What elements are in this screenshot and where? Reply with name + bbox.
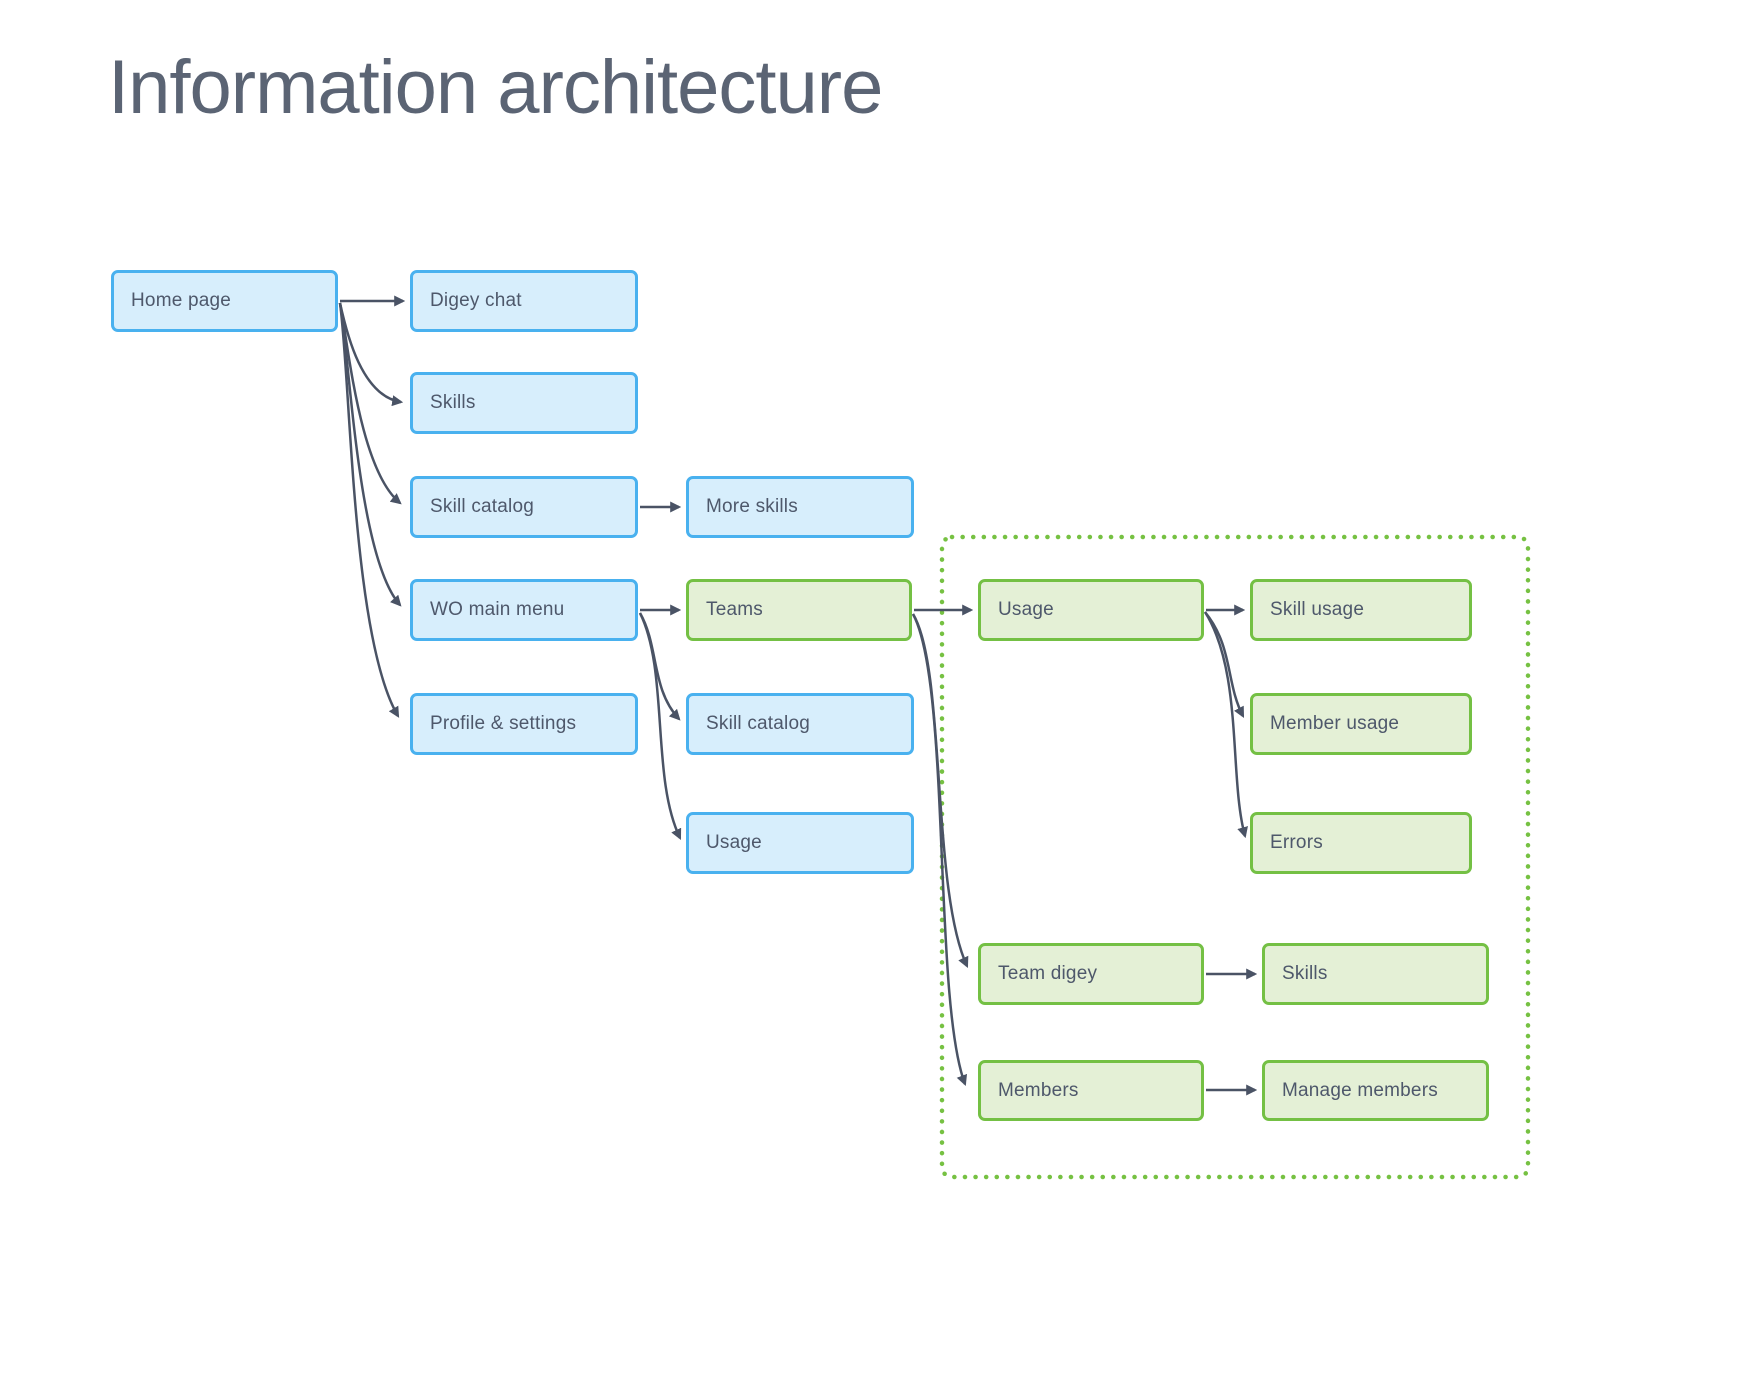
node-usage-blue: Usage: [686, 812, 914, 874]
node-label: Profile & settings: [430, 713, 577, 734]
node-label: Skill catalog: [430, 496, 534, 517]
node-label: Errors: [1270, 832, 1323, 853]
node-skills: Skills: [410, 372, 638, 434]
node-digey-chat: Digey chat: [410, 270, 638, 332]
node-label: Teams: [706, 599, 763, 620]
connector-teams-to-team-digey: [911, 613, 969, 968]
node-label: More skills: [706, 496, 798, 517]
node-wo-main-menu: WO main menu: [410, 579, 638, 641]
node-skill-catalog-2: Skill catalog: [686, 693, 914, 755]
node-label: Team digey: [998, 963, 1098, 984]
node-label: Skills: [430, 392, 476, 413]
node-label: Members: [998, 1079, 1079, 1101]
node-usage-green: Usage: [978, 579, 1204, 641]
connector-home-to-profile-settings: [338, 302, 400, 718]
page-title: Information architecture: [108, 45, 883, 130]
node-manage-members: Manage members: [1262, 1060, 1489, 1121]
node-skill-usage: Skill usage: [1250, 579, 1472, 641]
node-profile-settings: Profile & settings: [410, 693, 638, 755]
node-label: Skills: [1282, 963, 1328, 984]
node-teams: Teams: [686, 579, 912, 641]
node-members: Members: [978, 1060, 1204, 1121]
node-member-usage: Member usage: [1250, 693, 1472, 755]
connector-home-to-skills: [338, 302, 404, 407]
node-label: Manage members: [1282, 1079, 1438, 1101]
connector-wo-main-menu-to-usage-blue: [638, 612, 682, 840]
connector-teams-to-members: [911, 613, 968, 1087]
node-errors: Errors: [1250, 812, 1472, 874]
connector-usage-green-to-member-usage: [1204, 611, 1245, 718]
node-label: Member usage: [1270, 713, 1400, 734]
node-label: Skill usage: [1270, 599, 1365, 620]
node-skills-green: Skills: [1262, 943, 1489, 1005]
node-skill-catalog: Skill catalog: [410, 476, 638, 538]
node-home: Home page: [111, 270, 338, 332]
connector-home-to-wo-main-menu: [338, 302, 402, 607]
node-label: WO main menu: [430, 599, 565, 620]
node-label: Skill catalog: [706, 713, 810, 734]
node-label: Digey chat: [430, 290, 522, 311]
connector-usage-green-to-errors: [1203, 611, 1248, 839]
node-label: Usage: [706, 832, 762, 853]
connector-wo-main-menu-to-skill-catalog-2: [638, 612, 681, 721]
node-more-skills: More skills: [686, 476, 914, 538]
node-label: Usage: [998, 599, 1054, 620]
node-team-digey: Team digey: [978, 943, 1204, 1005]
connector-home-to-skill-catalog: [338, 302, 402, 505]
node-label: Home page: [131, 290, 232, 311]
